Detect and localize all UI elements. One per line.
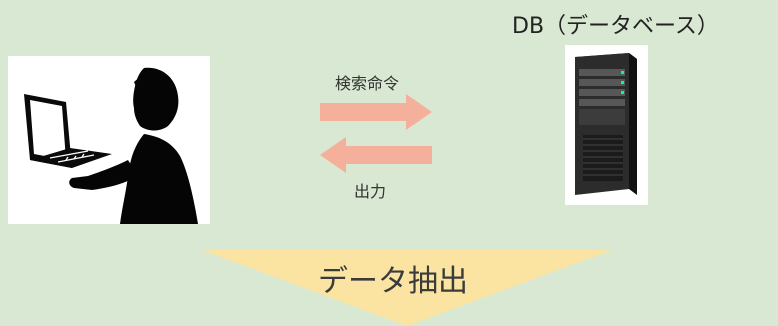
tower-server-icon: [575, 53, 637, 195]
query-command-label: 検索命令: [335, 74, 400, 93]
server-image-panel: [565, 45, 648, 205]
database-label: DB（データベース）: [512, 14, 719, 39]
data-extraction-label: データ抽出: [318, 264, 468, 299]
arrow-left-icon: [320, 137, 432, 173]
output-label: 出力: [354, 182, 387, 201]
arrow-right-icon: [320, 94, 432, 130]
person-at-laptop-icon: [24, 67, 198, 224]
user-image-panel: [8, 56, 210, 224]
downward-funnel-icon: [202, 250, 612, 326]
